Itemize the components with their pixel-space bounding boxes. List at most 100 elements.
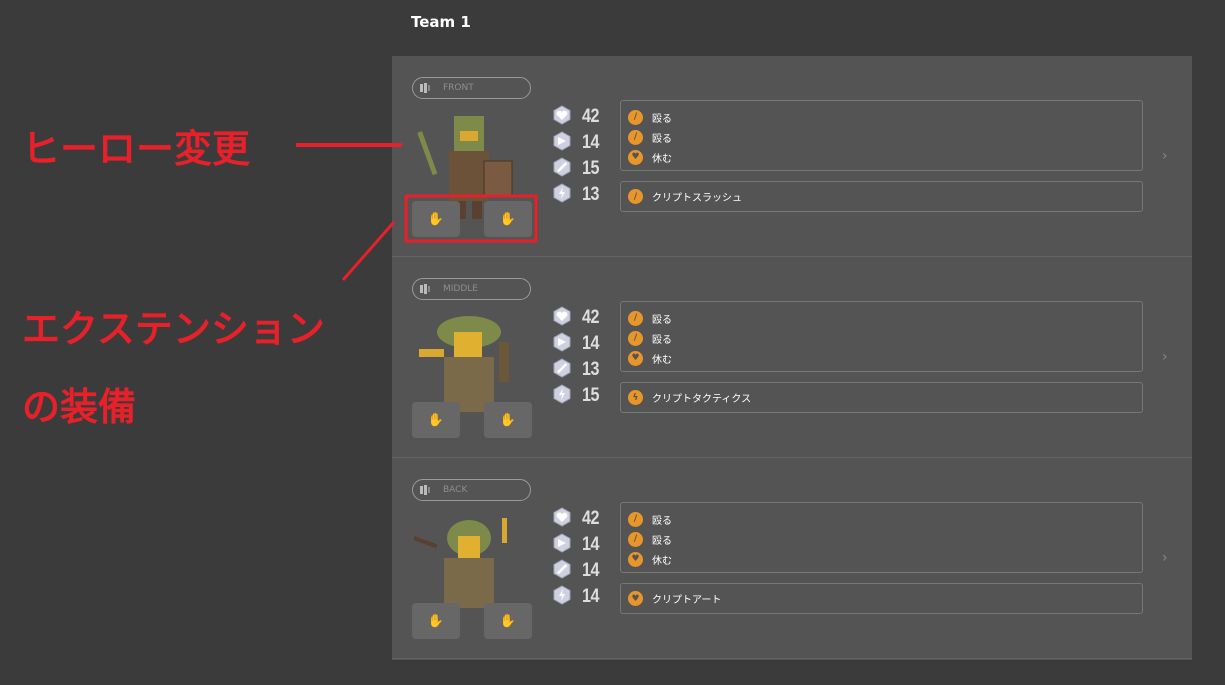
chevron-right-icon[interactable]: ›: [1162, 550, 1168, 566]
skill-label: クリプトタクティクス: [652, 394, 752, 405]
sword-icon: /: [628, 511, 643, 527]
skill-box[interactable]: ϟ クリプトタクティクス: [620, 382, 1143, 413]
action-list[interactable]: / 殴る / 殴る ♥ 休む: [620, 100, 1143, 171]
action-list[interactable]: / 殴る / 殴る ♥休む: [620, 502, 1143, 573]
extension-slot-1[interactable]: ✋: [412, 603, 460, 639]
action-item: ♥ 休む: [628, 147, 1142, 167]
action-item: / 殴る: [628, 127, 1142, 147]
hero-sprite[interactable]: [414, 508, 524, 633]
skill-box[interactable]: / クリプトスラッシュ: [620, 181, 1143, 212]
speed-icon: [552, 332, 582, 356]
position-pill[interactable]: FRONT: [412, 77, 531, 99]
skill-icon: [552, 585, 582, 609]
hero-sprite[interactable]: [414, 106, 524, 231]
stat-value: 42: [582, 106, 600, 127]
extension-slot-1[interactable]: ✋: [412, 402, 460, 438]
stat-value: 14: [582, 132, 600, 153]
extension-slot-2[interactable]: ✋: [484, 402, 532, 438]
extension-slot-2[interactable]: ✋: [484, 603, 532, 639]
action-label: 殴る: [652, 535, 672, 547]
action-label: 殴る: [652, 334, 672, 346]
speed-icon: [552, 533, 582, 557]
hand-icon: ✋: [427, 613, 445, 629]
chevron-right-icon[interactable]: ›: [1162, 148, 1168, 164]
hp-icon: [552, 507, 582, 531]
heart-icon: ♥: [628, 350, 643, 366]
sword-icon: /: [628, 330, 643, 346]
stat-value: 42: [582, 307, 600, 328]
stat-attack: 15: [552, 157, 602, 181]
hero-sprite[interactable]: [414, 307, 524, 432]
attack-icon: [552, 157, 582, 181]
annotation-hero-change: ヒーロー変更: [22, 127, 251, 171]
hand-icon: ✋: [499, 211, 517, 227]
hp-icon: [552, 105, 582, 129]
skill-icon: [552, 384, 582, 408]
extension-slot-1[interactable]: ✋: [412, 201, 460, 237]
annotation-extension-2: の装備: [22, 385, 137, 429]
stat-value: 13: [582, 359, 600, 380]
stat-hp: 42: [552, 105, 602, 129]
attack-icon: [552, 358, 582, 382]
extension-slot-2[interactable]: ✋: [484, 201, 532, 237]
position-label: FRONT: [443, 83, 474, 93]
action-item: ♥ 休む: [628, 348, 1142, 368]
heart-icon: ♥: [628, 591, 643, 606]
action-label: 殴る: [652, 515, 672, 527]
hand-icon: ✋: [427, 412, 445, 428]
stat-value: 14: [582, 586, 600, 607]
annotation-extension-1: エクステンション: [22, 307, 325, 351]
sword-icon: /: [628, 531, 643, 547]
position-label: BACK: [443, 485, 468, 495]
action-label: 殴る: [652, 113, 672, 125]
hand-icon: ✋: [499, 613, 517, 629]
action-item: / 殴る: [628, 529, 1142, 549]
skill-label: クリプトスラッシュ: [652, 193, 742, 204]
team-title: Team 1: [411, 13, 471, 31]
hand-icon: ✋: [499, 412, 517, 428]
action-label: 殴る: [652, 314, 672, 326]
stat-attack: 14: [552, 559, 602, 583]
stat-value: 42: [582, 508, 600, 529]
position-icon: [420, 83, 430, 93]
sword-icon: /: [628, 129, 643, 145]
stat-speed: 14: [552, 131, 602, 155]
action-label: 殴る: [652, 133, 672, 145]
position-icon: [420, 284, 430, 294]
stat-value: 13: [582, 184, 600, 205]
action-item: / 殴る: [628, 328, 1142, 348]
attack-icon: [552, 559, 582, 583]
skill-label: クリプトアート: [652, 595, 722, 606]
stat-skill: 15: [552, 384, 602, 408]
action-item: ♥休む: [628, 549, 1142, 569]
position-pill[interactable]: BACK: [412, 479, 531, 501]
stat-hp: 42: [552, 507, 602, 531]
stat-hp: 42: [552, 306, 602, 330]
stat-speed: 14: [552, 332, 602, 356]
heart-icon: ♥: [628, 551, 643, 567]
position-label: MIDDLE: [443, 284, 478, 294]
bolt-icon: ϟ: [628, 390, 643, 405]
sword-icon: /: [628, 189, 643, 204]
action-label: 休む: [652, 354, 672, 366]
action-label: 休む: [652, 153, 672, 165]
chevron-right-icon[interactable]: ›: [1162, 349, 1168, 365]
position-pill[interactable]: MIDDLE: [412, 278, 531, 300]
action-list[interactable]: /殴る/殴る♥休む: [620, 301, 1143, 372]
hp-icon: [552, 306, 582, 330]
stat-speed: 14: [552, 533, 602, 557]
sword-icon: /: [628, 109, 643, 125]
stat-skill: 14: [552, 585, 602, 609]
action-item: / 殴る: [628, 107, 1142, 127]
heart-icon: ♥: [628, 149, 643, 165]
stat-skill: 13: [552, 183, 602, 207]
hand-icon: ✋: [427, 211, 445, 227]
stat-value: 14: [582, 333, 600, 354]
skill-box[interactable]: ♥ クリプトアート: [620, 583, 1143, 614]
position-icon: [420, 485, 430, 495]
